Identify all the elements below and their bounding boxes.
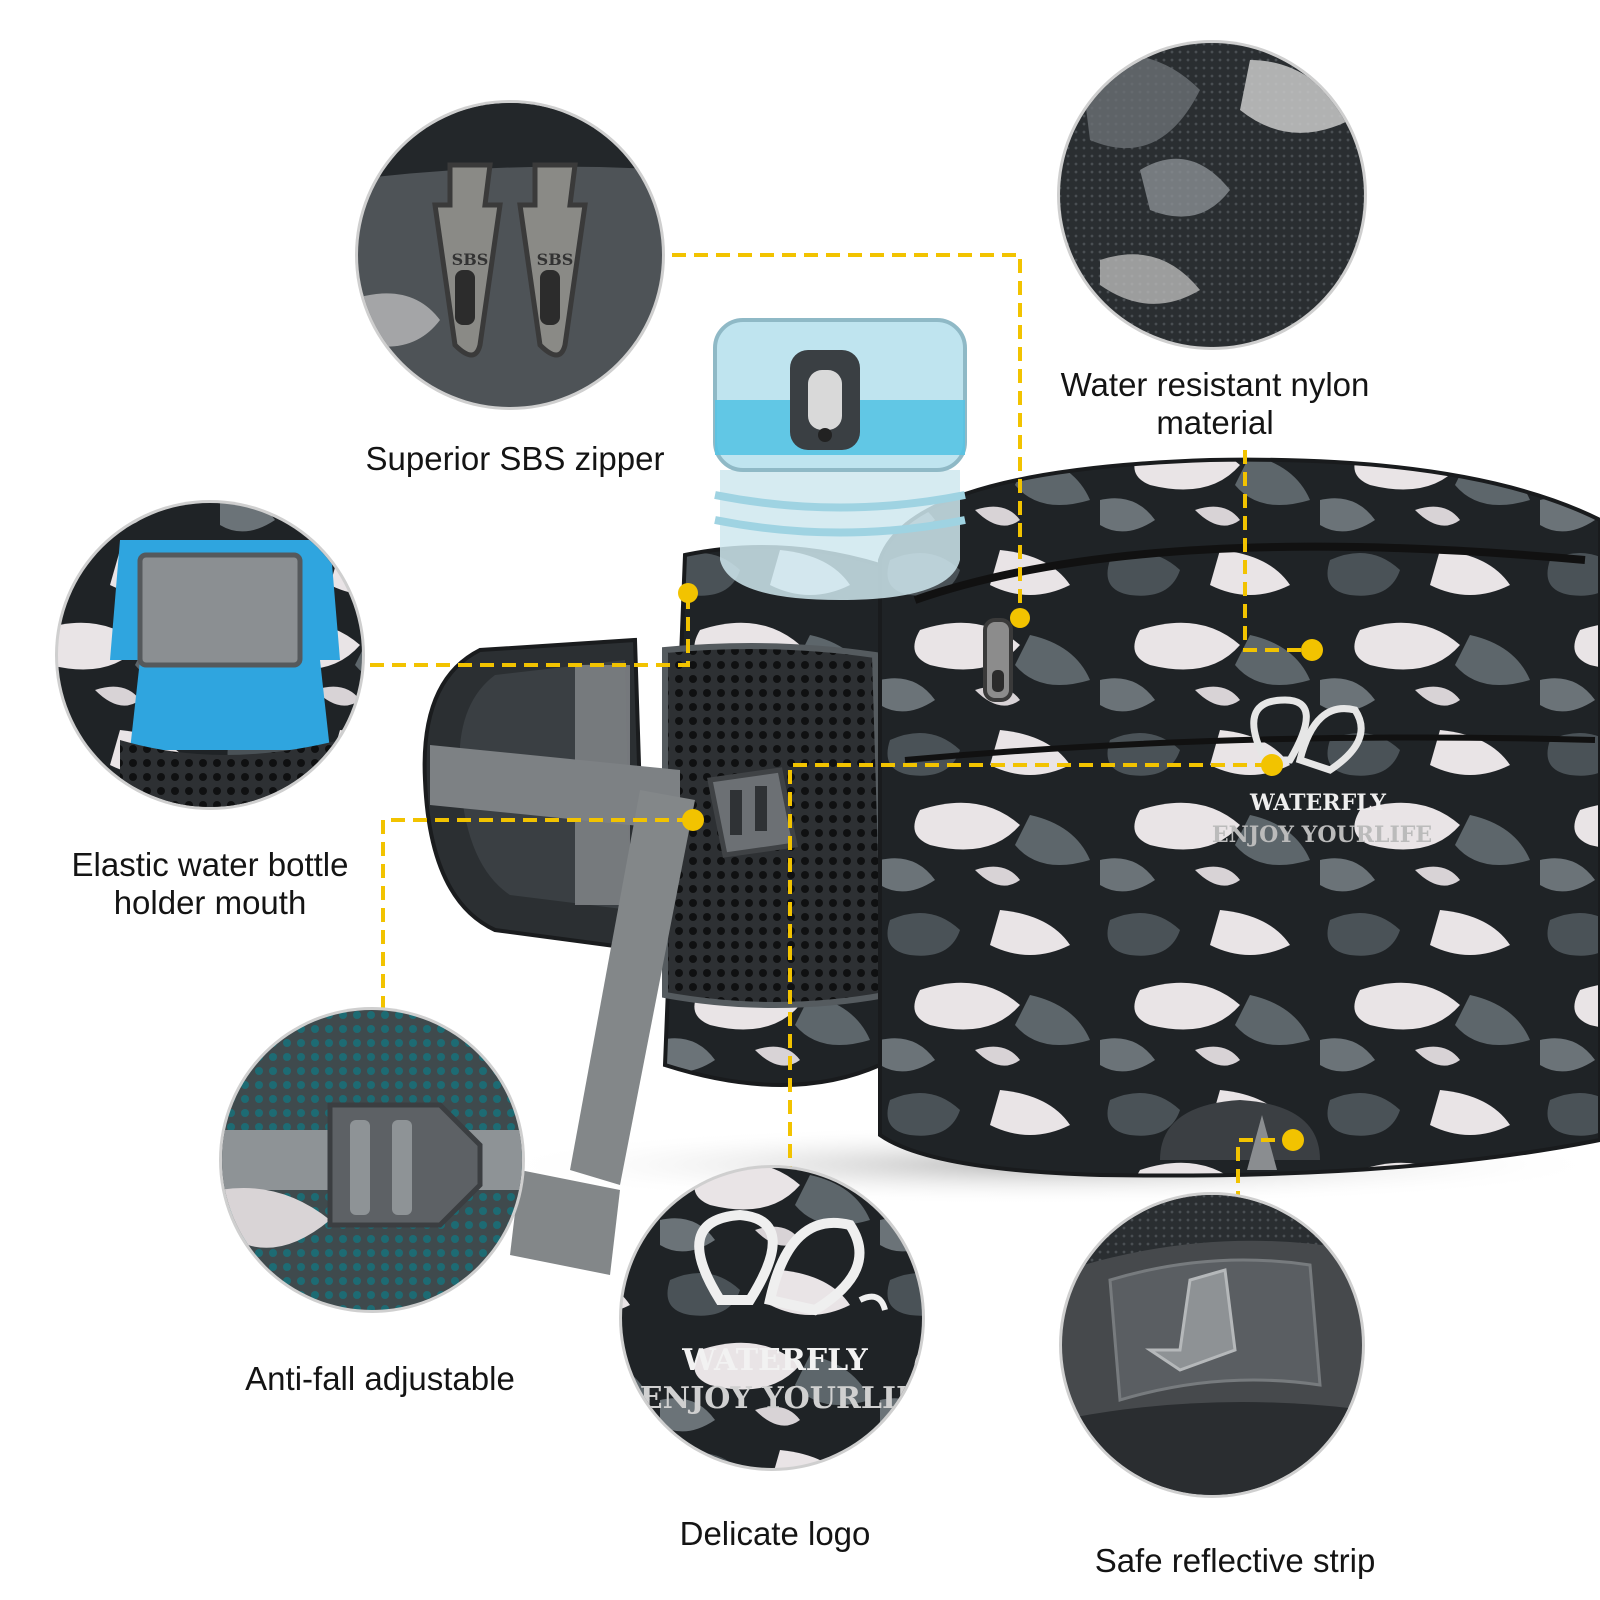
detail-nylon [1057,40,1367,350]
detail-buckle [219,1007,525,1313]
label-logo-text: Delicate logo [679,1515,871,1552]
detail-zipper: SBS SBS [355,100,665,410]
water-bottle [713,318,967,600]
waist-bag: WATERFLY ENJOY YOURLIFE [422,457,1600,1275]
label-zipper-text: Superior SBS zipper [365,440,665,477]
bag-zipper-pull [983,618,1013,702]
label-anti-fall: Anti-fall adjustable [225,1360,535,1398]
detail-reflective [1059,1192,1365,1498]
zipper-mark-2: SBS [537,250,574,269]
label-reflective: Safe reflective strip [1075,1542,1395,1580]
label-bottle-line2: holder mouth [113,884,307,921]
bag-logo-brand: WATERFLY [1249,790,1386,816]
detail-logo: WATERFLY ENJOY YOURLIFE [619,1165,940,1471]
label-anti-fall-text: Anti-fall adjustable [245,1360,515,1397]
zipper-mark-1: SBS [452,250,489,269]
label-reflective-text: Safe reflective strip [1094,1542,1376,1579]
label-bottle-line1: Elastic water bottle [71,846,349,883]
label-zipper: Superior SBS zipper [345,440,685,478]
label-logo: Delicate logo [640,1515,910,1553]
side-buckle [707,767,798,858]
detail-logo-slogan: ENJOY YOURLIFE [640,1381,940,1416]
detail-logo-brand: WATERFLY [681,1343,868,1378]
bag-logo: WATERFLY ENJOY YOURLIFE [1212,696,1432,848]
leader-dots [678,583,1323,1151]
detail-bottle-mouth [55,500,365,810]
label-nylon-line2: material [1156,404,1274,441]
bag-logo-slogan: ENJOY YOURLIFE [1212,822,1432,848]
leader-lines [370,253,1310,1205]
label-nylon: Water resistant nylon material [1030,366,1400,442]
label-bottle-mouth: Elastic water bottle holder mouth [50,846,370,922]
label-nylon-line1: Water resistant nylon [1060,366,1370,403]
